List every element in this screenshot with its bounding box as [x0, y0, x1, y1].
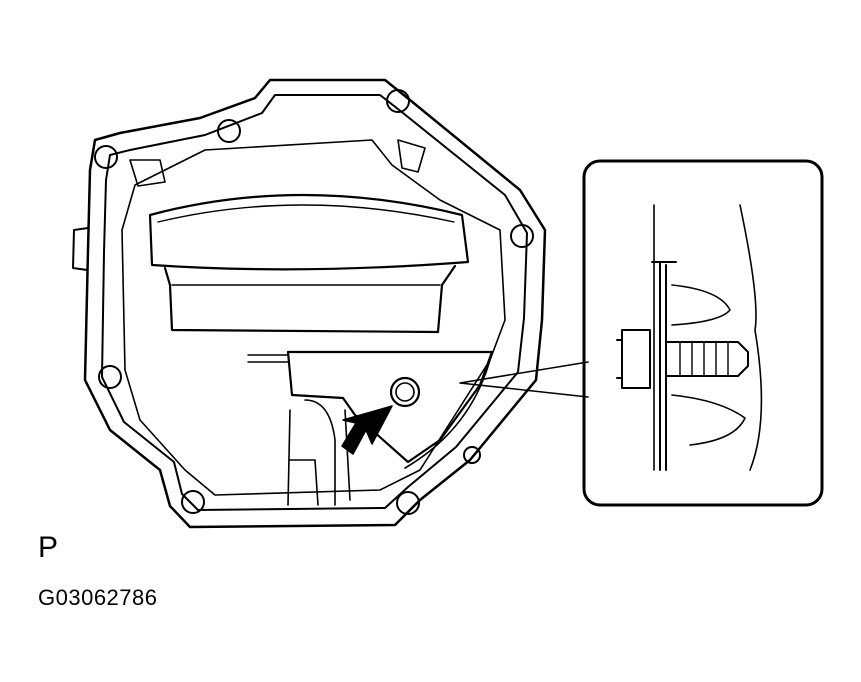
bolt-hole-5 [98, 365, 122, 389]
pan-bottom [163, 264, 457, 334]
bolt-hole-4 [510, 224, 534, 248]
bolt-detail-inset [582, 159, 824, 507]
inset-fin-lower [671, 394, 746, 446]
housing-cavity [121, 139, 506, 496]
inset-bolt-shank [665, 341, 749, 377]
bolt-hole-6 [181, 490, 205, 514]
right-upper-boss [397, 139, 426, 173]
inset-fin-upper [671, 284, 731, 326]
bolt-hole-2 [217, 119, 241, 143]
bolt-hole-1 [94, 145, 118, 169]
figure-code: G03062786 [38, 585, 158, 610]
pan-top-rim [157, 204, 455, 223]
bracket-rail [247, 354, 289, 363]
housing-left-tab [72, 227, 89, 271]
bolt-main-outer [389, 376, 421, 408]
pan-top [148, 193, 470, 271]
inset-bolt-head [616, 329, 651, 389]
bolt-hole-7 [396, 491, 420, 515]
upper-boss [129, 159, 166, 187]
bracket-curve [404, 359, 491, 469]
inset-bolt-threads [679, 341, 729, 377]
callout-leader [459, 361, 589, 398]
housing-outer-flange [83, 78, 547, 529]
inset-plate [651, 261, 677, 471]
bolt-main-inner [395, 382, 415, 402]
lower-tab [289, 459, 319, 506]
arrow-icon [341, 405, 393, 455]
housing-cover [72, 78, 589, 529]
lower-web [287, 399, 351, 506]
bolt-hole-3 [386, 89, 410, 113]
view-label: P [38, 531, 59, 564]
inset-wall-right [739, 204, 763, 471]
bolt-hole-8 [463, 446, 481, 464]
mount-bracket [286, 350, 494, 464]
housing-inner-flange [101, 94, 528, 511]
inset-frame [582, 159, 824, 507]
